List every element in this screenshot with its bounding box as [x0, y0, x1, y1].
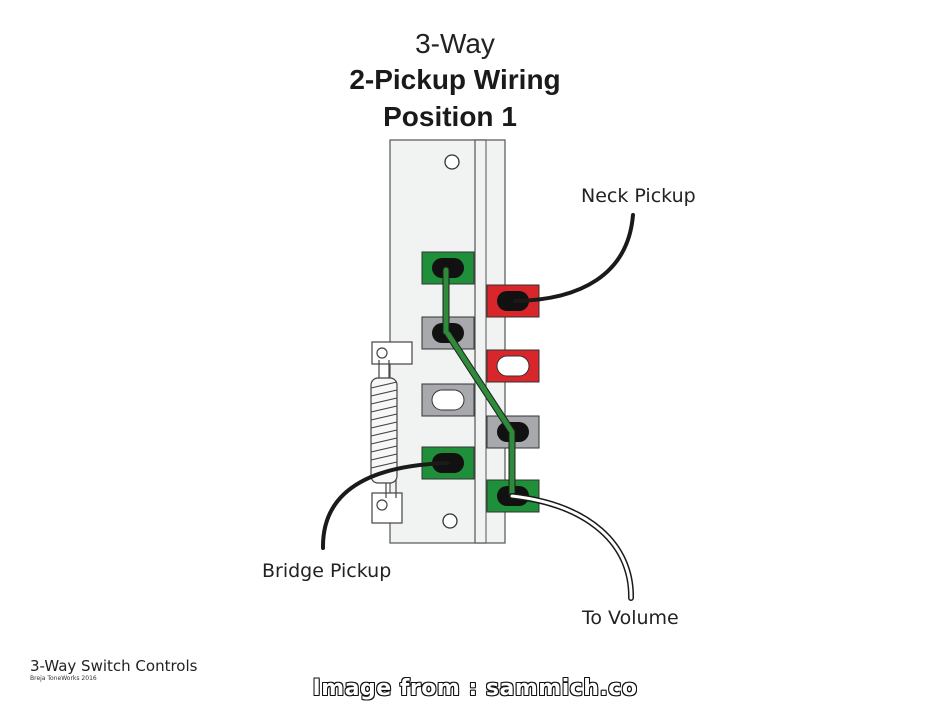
title-line-3: Position 1 — [383, 101, 517, 132]
switch-spring — [370, 341, 413, 524]
title-line-2: 2-Pickup Wiring — [349, 64, 561, 95]
label-to-volume: To Volume — [582, 607, 679, 629]
mounting-hole-top — [444, 154, 460, 170]
bridge-pickup-wire — [320, 461, 450, 550]
footer-subtitle: Breja ToneWorks 2016 — [30, 675, 97, 682]
label-neck-pickup: Neck Pickup — [581, 185, 696, 207]
label-bridge-pickup: Bridge Pickup — [262, 560, 392, 582]
mounting-hole-bottom — [442, 513, 458, 529]
switch-side-rail — [474, 139, 506, 544]
title-line-1: 3-Way — [415, 28, 495, 59]
neck-pickup-wire — [513, 213, 635, 303]
source-watermark: Image from : sammich.co — [312, 676, 638, 701]
footer-title: 3-Way Switch Controls — [30, 657, 198, 675]
volume-wire — [510, 494, 633, 600]
